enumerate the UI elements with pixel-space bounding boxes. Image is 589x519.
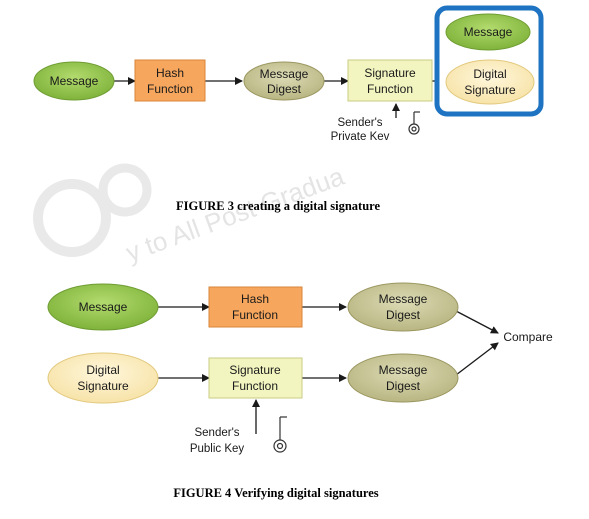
hash-function-box bbox=[134, 59, 206, 102]
public-key-label-line1: Sender's bbox=[194, 427, 239, 439]
public-key-label-line2: Public Key bbox=[190, 443, 245, 455]
figure4: Message Hash Function Message Digest Dig… bbox=[47, 282, 553, 500]
output-signature-line1: Digital bbox=[473, 67, 506, 81]
f4-digest1-line2: Digest bbox=[386, 308, 421, 322]
f4-digest2-line1: Message bbox=[379, 363, 428, 377]
figure3: Message Hash Function Message Digest Sig… bbox=[33, 5, 544, 213]
f4-sig-in-line1: Digital bbox=[86, 363, 119, 377]
hash-label-line1: Hash bbox=[156, 66, 184, 80]
f4-digest2-node bbox=[347, 353, 459, 403]
message-label: Message bbox=[50, 74, 99, 88]
f4-message-node bbox=[47, 283, 159, 331]
digest-label-line1: Message bbox=[260, 67, 309, 81]
arrow-f4-digest1-to-compare bbox=[455, 310, 499, 334]
signature-function-box bbox=[347, 59, 433, 102]
f4-digest1-node bbox=[347, 282, 459, 332]
figure4-caption: FIGURE 4 Verifying digital signatures bbox=[173, 486, 378, 500]
watermark-text: y to All Post Gradua bbox=[122, 161, 349, 268]
f4-sig-line2: Function bbox=[232, 379, 278, 393]
f4-digest2-line2: Digest bbox=[386, 379, 421, 393]
arrow-f4-digest2-to-compare bbox=[455, 342, 499, 376]
f4-message-label: Message bbox=[79, 300, 128, 314]
watermark: y to All Post Gradua bbox=[33, 161, 349, 268]
f4-hash-line1: Hash bbox=[241, 292, 269, 306]
output-signature-line2: Signature bbox=[464, 83, 516, 97]
f4-sig-line1: Signature bbox=[229, 363, 281, 377]
output-signature-node bbox=[445, 59, 535, 105]
hash-label-line2: Function bbox=[147, 82, 193, 96]
f4-compare-label: Compare bbox=[503, 330, 553, 344]
message-node bbox=[33, 61, 115, 101]
output-message-node bbox=[445, 13, 531, 51]
private-key-label-line2: Private Kev bbox=[331, 131, 390, 143]
sig-label-line1: Signature bbox=[364, 66, 416, 80]
sig-label-line2: Function bbox=[367, 82, 413, 96]
private-key-icon bbox=[408, 111, 420, 135]
figure3-caption: FIGURE 3 creating a digital signature bbox=[176, 199, 381, 213]
f4-sig-in-line2: Signature bbox=[77, 379, 129, 393]
f4-hash-line2: Function bbox=[232, 308, 278, 322]
public-key-icon bbox=[273, 416, 287, 453]
private-key-label-line1: Sender's bbox=[337, 117, 382, 129]
f4-hash-function-box bbox=[208, 286, 303, 328]
digest-label-line2: Digest bbox=[267, 82, 302, 96]
f4-digest1-line1: Message bbox=[379, 292, 428, 306]
f4-signature-function-box bbox=[208, 357, 303, 399]
output-message-label: Message bbox=[464, 25, 513, 39]
f4-signature-input-node bbox=[47, 352, 159, 404]
message-digest-node bbox=[243, 61, 325, 101]
